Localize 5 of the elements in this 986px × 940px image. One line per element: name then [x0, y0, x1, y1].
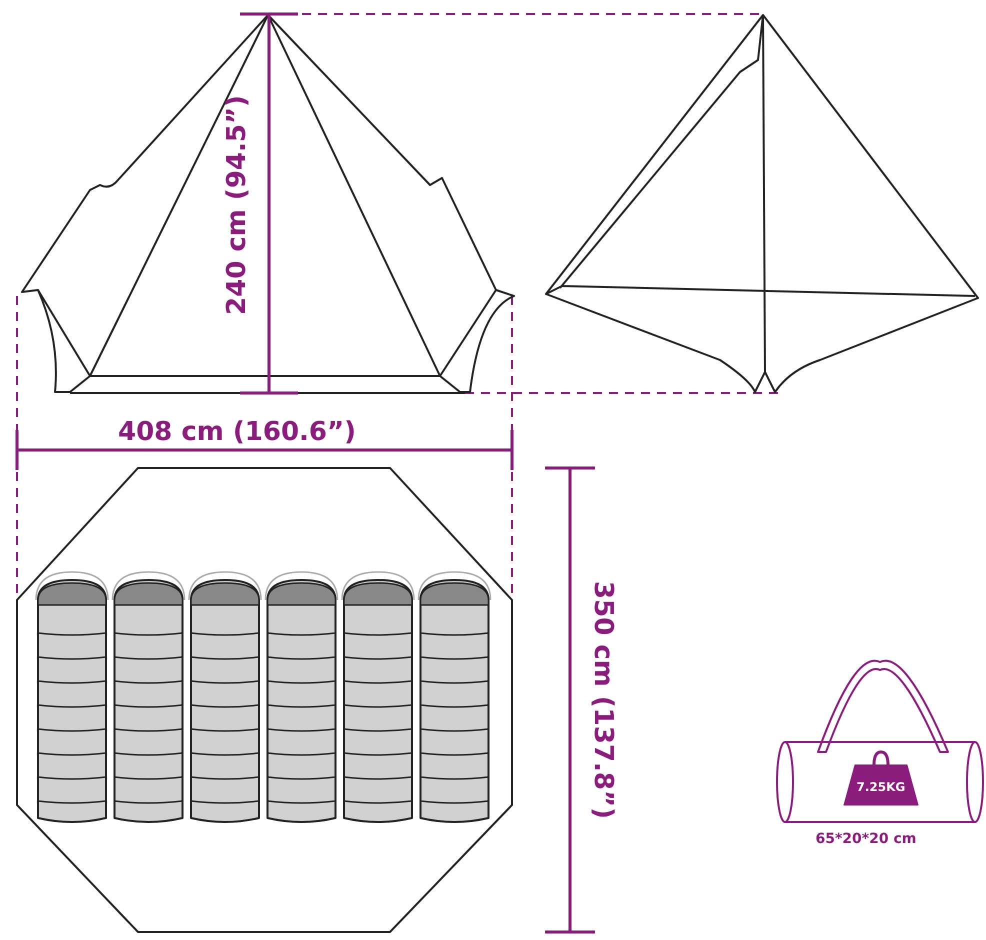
dimension-label: 240 cm (94.5”)	[224, 95, 250, 315]
dimension-label: 350 cm (137.8”)	[590, 581, 616, 819]
dimension-label: 408 cm (160.6”)	[118, 419, 356, 445]
dimension-label: 65*20*20 cm	[816, 832, 916, 846]
weight-label: 7.25KG	[856, 781, 906, 793]
